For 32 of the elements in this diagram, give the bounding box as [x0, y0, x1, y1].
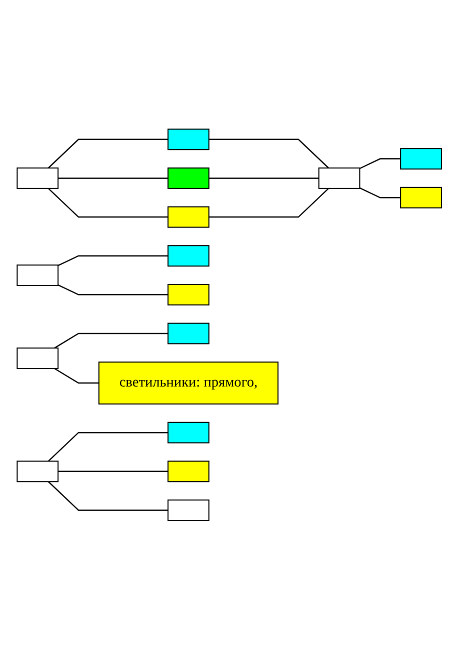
node-box	[318, 168, 360, 190]
node-box	[168, 245, 210, 267]
connector	[48, 432, 168, 462]
connector	[58, 255, 168, 266]
node-box	[168, 168, 210, 190]
node-box	[168, 284, 210, 306]
node-box	[16, 168, 59, 190]
node-box	[400, 187, 442, 209]
node-box	[168, 460, 210, 482]
connector	[48, 481, 168, 512]
connector	[48, 138, 168, 169]
node-box	[16, 348, 59, 370]
connector	[48, 188, 168, 218]
node-box	[16, 264, 59, 286]
connector	[360, 158, 401, 170]
node-box	[168, 128, 210, 150]
node-box	[168, 206, 210, 228]
node-box	[168, 500, 210, 522]
connector	[58, 284, 168, 296]
connector	[209, 188, 330, 218]
connector	[58, 178, 168, 180]
connector	[54, 333, 168, 349]
node-box	[168, 422, 210, 444]
node-box	[16, 460, 59, 482]
connector	[209, 138, 330, 169]
node-box: светильники: прямого,	[98, 362, 279, 405]
node-box	[168, 322, 210, 344]
node-box	[400, 148, 442, 170]
connector	[360, 188, 401, 198]
connector	[209, 178, 320, 180]
connector	[58, 470, 168, 472]
connector	[54, 368, 100, 384]
